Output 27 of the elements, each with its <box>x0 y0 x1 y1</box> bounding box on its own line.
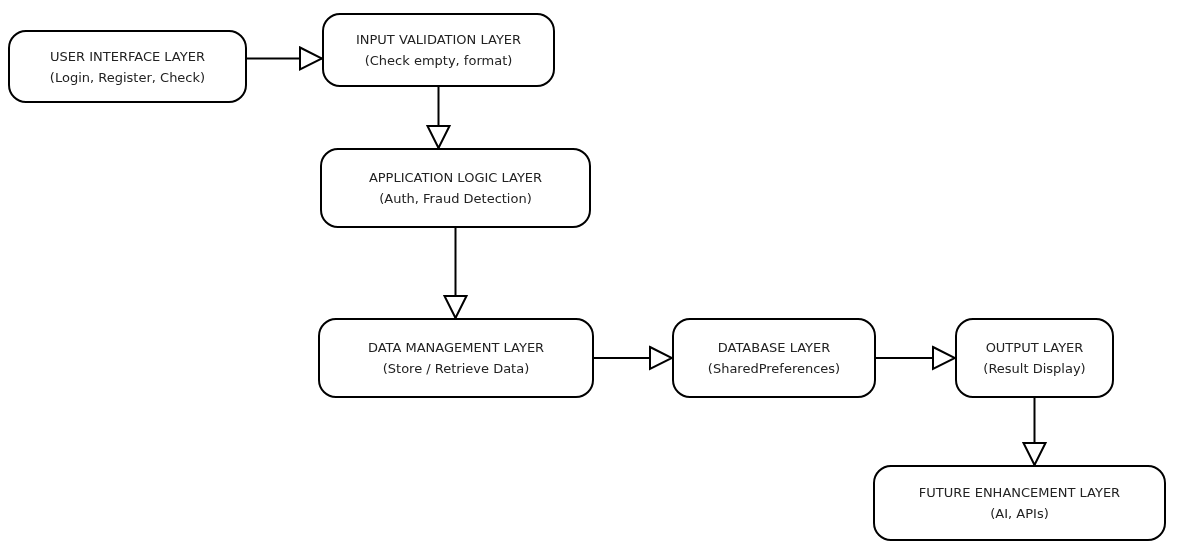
layer-details: (Auth, Fraud Detection) <box>379 190 532 208</box>
layer-title: INPUT VALIDATION LAYER <box>355 31 522 49</box>
layer-title: FUTURE ENHANCEMENT LAYER <box>918 484 1121 502</box>
layer-title: APPLICATION LOGIC LAYER <box>368 169 543 187</box>
layer-title: DATABASE LAYER <box>717 339 831 357</box>
layer-details: (Result Display) <box>983 360 1086 378</box>
layer-box <box>320 148 591 228</box>
layer-box <box>955 318 1114 398</box>
layer-box <box>672 318 876 398</box>
arrow <box>1022 397 1047 466</box>
layer-details: (Login, Register, Check) <box>49 68 206 87</box>
layer-box <box>322 13 555 87</box>
arrow <box>443 227 468 319</box>
layer-title: OUTPUT LAYER <box>985 339 1084 357</box>
layer-title: DATA MANAGEMENT LAYER <box>367 339 545 357</box>
layer-details: (AI, APIs) <box>990 505 1049 523</box>
arrow <box>426 86 451 149</box>
layer-details: (SharedPreferences) <box>707 360 841 378</box>
layer-title: USER INTERFACE LAYER <box>50 47 205 66</box>
layer-details: (Store / Retrieve Data) <box>382 360 530 378</box>
arrow <box>593 346 673 370</box>
arrow <box>246 46 323 71</box>
layer-details: (Check empty, format) <box>364 52 513 70</box>
layer-box <box>873 465 1166 541</box>
arrow <box>875 346 956 370</box>
layer-box <box>318 318 594 398</box>
layer-box <box>8 30 247 103</box>
